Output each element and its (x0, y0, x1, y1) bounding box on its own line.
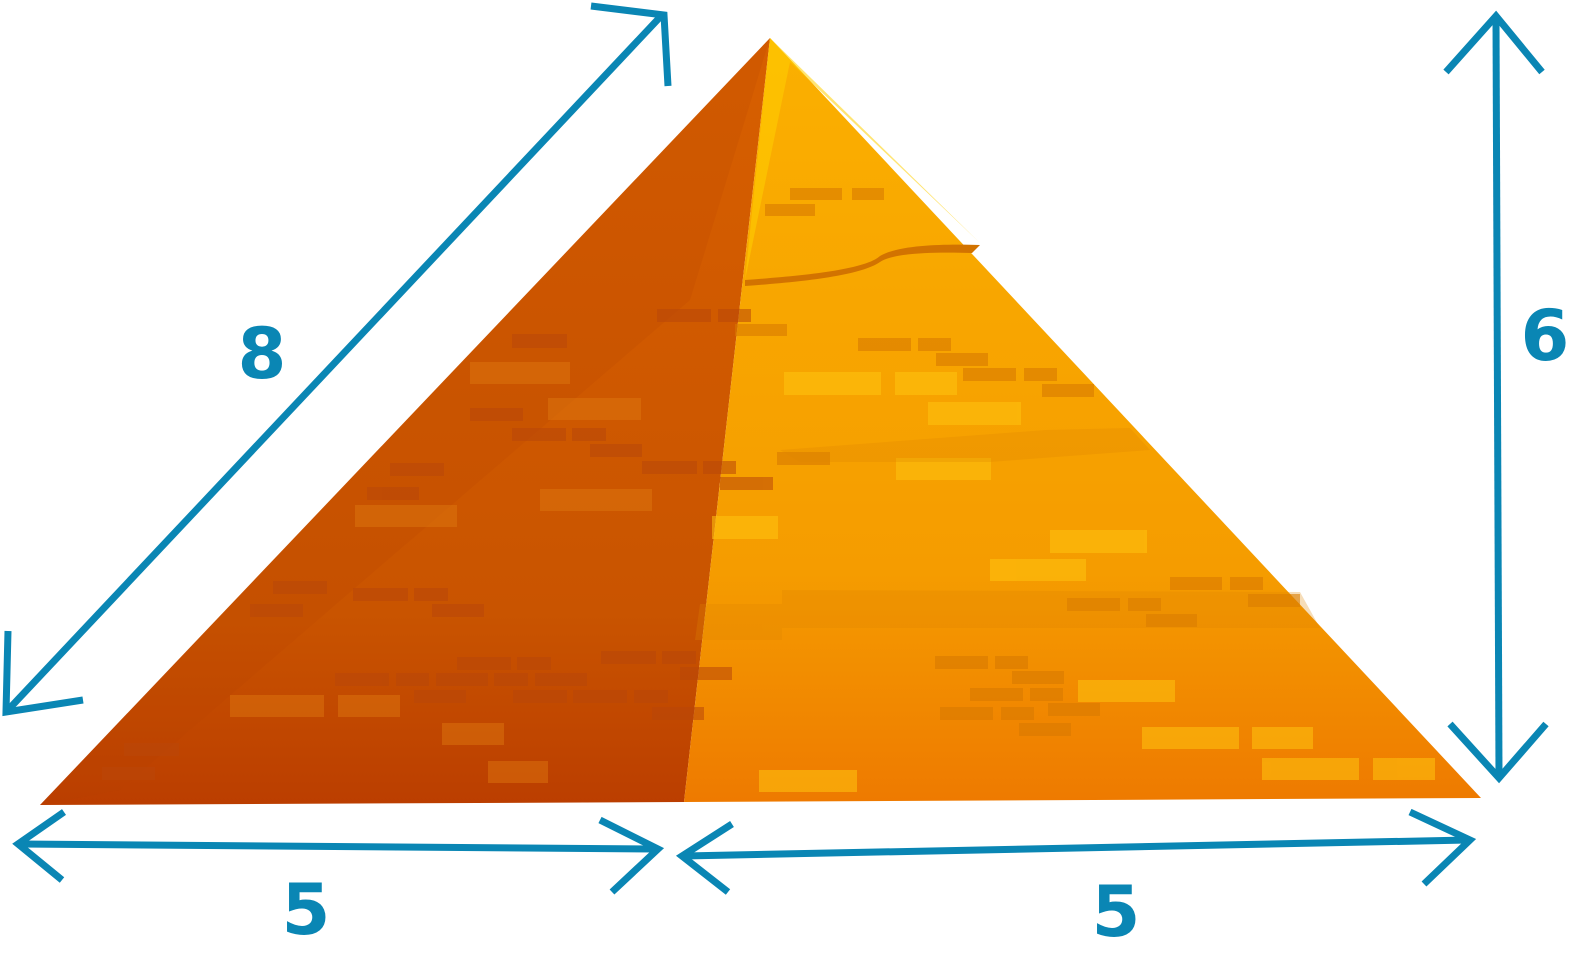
slant-edge-arrowhead-bottom (2, 630, 84, 717)
bricks-shaded-face-light (230, 362, 652, 783)
bricks-lit-face (735, 188, 1300, 736)
pyramid (40, 38, 1481, 805)
base-left-line (19, 840, 657, 853)
pyramid-shaded-face (40, 38, 770, 805)
slant-edge-label: 8 (238, 313, 287, 395)
slant-edge-line (5, 12, 665, 713)
lit-face-courses (695, 428, 1320, 640)
dimension-height (1443, 10, 1549, 784)
base-right-label: 5 (1092, 871, 1141, 953)
pyramid-shadow-band (40, 38, 770, 805)
pyramid-lit-face (684, 38, 1481, 802)
pyramid-ledge (745, 244, 980, 286)
bricks-lit-face-light (712, 372, 1435, 792)
height-arrowhead-top (1443, 10, 1545, 75)
height-line (1492, 19, 1503, 777)
height-label: 6 (1521, 295, 1570, 377)
base-right-arrowhead-left (675, 821, 734, 895)
dimension-base-left (12, 809, 665, 895)
base-right-arrowhead-right (1408, 808, 1477, 887)
height-arrowhead-bottom (1447, 721, 1549, 784)
bricks-shaded-face (102, 309, 773, 780)
base-left-arrowhead-left (12, 809, 66, 883)
dimension-base-right (675, 808, 1477, 895)
dimension-slant-edge (2, 2, 672, 717)
base-left-label: 5 (282, 869, 331, 951)
base-right-line (683, 836, 1469, 860)
slant-edge-arrowhead-top (590, 2, 672, 87)
base-left-arrowhead-right (598, 816, 665, 895)
pyramid-apex-highlight (745, 38, 980, 280)
